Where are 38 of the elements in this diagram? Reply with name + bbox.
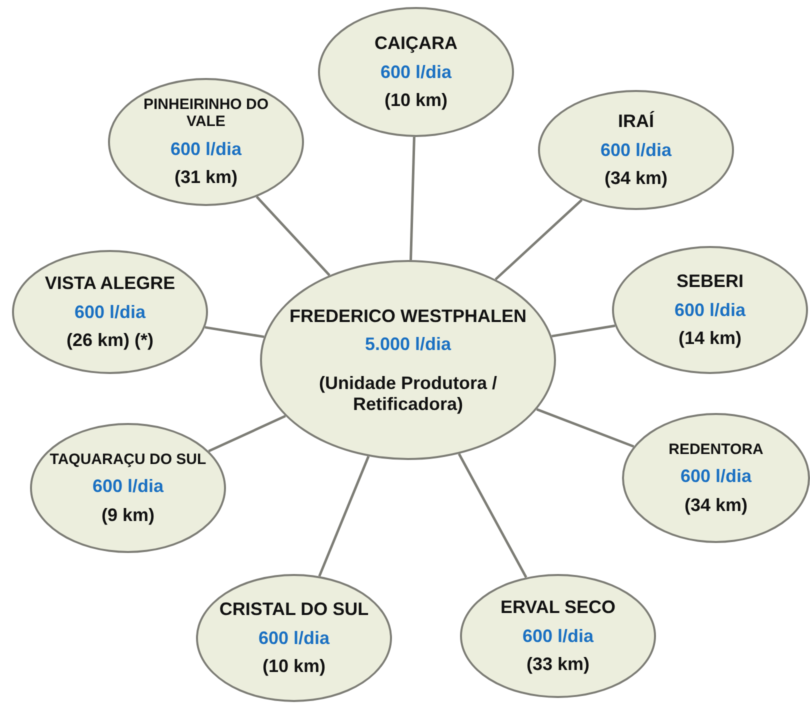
capacity-text: 600 l/dia (258, 628, 330, 648)
detail-text: (31 km) (174, 167, 238, 188)
city-name: CRISTAL DO SUL (219, 598, 369, 620)
connector-line (552, 324, 616, 338)
city-name: SEBERI (676, 270, 744, 292)
capacity-text: 600 l/dia (170, 138, 242, 160)
capacity-text: 600 l/dia (522, 626, 594, 646)
connector-line (494, 199, 583, 280)
capacity-text: 600 l/dia (674, 300, 746, 320)
capacity-text: 5.000 l/dia (364, 334, 452, 355)
connector-line (256, 196, 330, 276)
city-name: IRAÍ (618, 110, 654, 132)
city-name: CAIÇARA (374, 32, 458, 54)
city-name: TAQUARAÇU DO SUL (50, 450, 206, 468)
city-name: PINHEIRINHO DO VALE (142, 96, 270, 131)
detail-text: (10 km) (262, 656, 326, 678)
city-name: REDENTORA (668, 440, 764, 458)
city-name: VISTA ALEGRE (44, 272, 176, 294)
connector-line (204, 326, 264, 338)
connector-line (318, 456, 370, 577)
capacity-text: 600 l/dia (92, 476, 164, 497)
detail-text: (34 km) (684, 494, 748, 516)
city-name: ERVAL SECO (500, 596, 616, 618)
city-name: FREDERICO WESTPHALEN (289, 306, 526, 326)
detail-text: (33 km) (526, 654, 590, 676)
detail-text: (9 km) (101, 504, 154, 526)
detail-text: (14 km) (678, 328, 742, 350)
detail-text: (34 km) (604, 168, 668, 190)
detail-text: (Unidade Produtora / Retificadora) (318, 373, 498, 414)
capacity-text: 600 l/dia (680, 466, 752, 487)
capacity-text: 600 l/dia (74, 302, 146, 322)
connector-line (208, 414, 286, 452)
connector-line (536, 408, 634, 448)
capacity-text: 600 l/dia (600, 140, 672, 160)
connector-line (410, 136, 416, 260)
capacity-text: 600 l/dia (380, 62, 452, 82)
detail-text: (10 km) (384, 90, 448, 112)
detail-text: (26 km) (*) (66, 330, 154, 352)
